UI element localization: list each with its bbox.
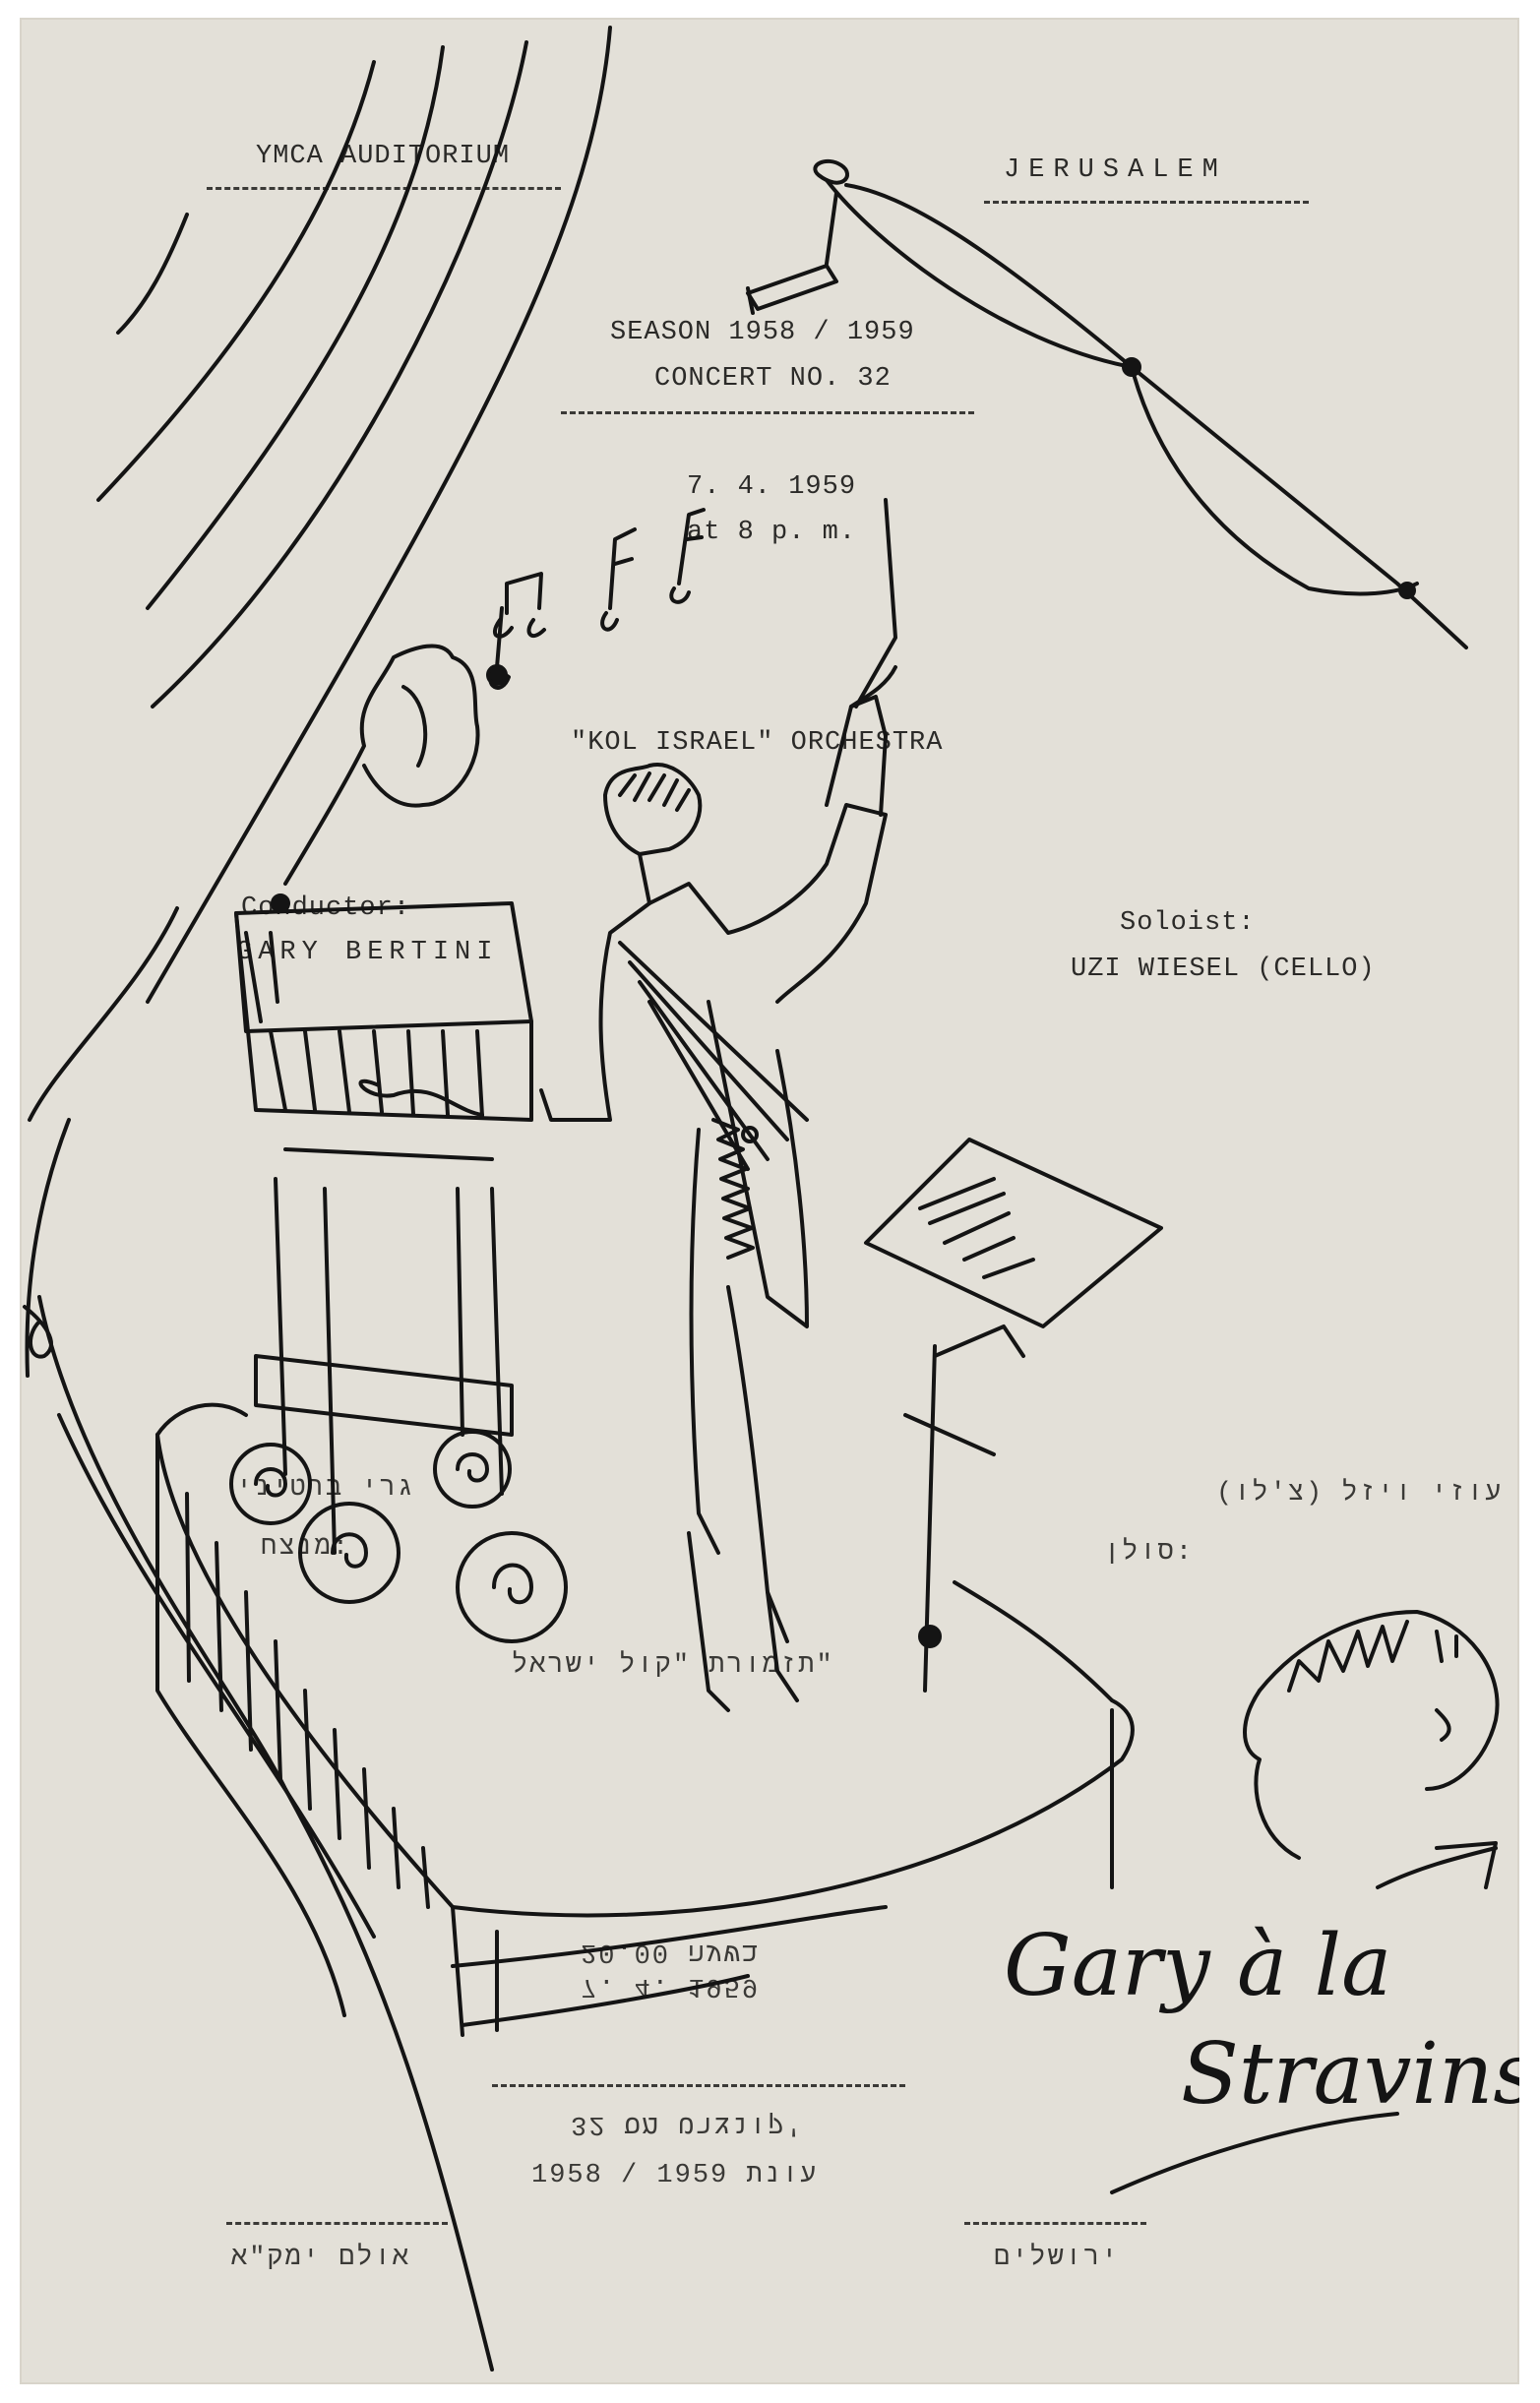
concert-number-text: CONCERT NO. 32 xyxy=(654,364,892,394)
season-text: SEASON 1958 / 1959 xyxy=(610,318,915,347)
gramophone-drawing xyxy=(234,644,533,1555)
hebrew-venue-dashed-rule xyxy=(226,2222,448,2225)
ink-drawing xyxy=(23,26,1500,2372)
hebrew-soloist-label: סולן: xyxy=(1104,1538,1195,1568)
music-stand-drawing xyxy=(864,1138,1163,1693)
note-head xyxy=(486,664,508,686)
hebrew-conductor-label: מנצח: xyxy=(261,1533,351,1563)
program-sheet: YMCA AUDITORIUM JERUSALEM SEASON 1958 / … xyxy=(20,18,1519,2384)
signature-line-1: Gary à la xyxy=(1004,1917,1392,2015)
city-text: JERUSALEM xyxy=(1004,155,1227,185)
time-text: at 8 p. m. xyxy=(687,518,857,547)
stravinsky-caricature xyxy=(1110,1610,1500,2194)
hebrew-city-dashed-rule xyxy=(964,2222,1146,2225)
music-notes-drawing xyxy=(488,508,706,690)
venue-dashed-rule xyxy=(207,187,561,190)
cart-wheels xyxy=(229,1430,568,1643)
date-text: 7. 4. 1959 xyxy=(687,472,857,502)
stand-base xyxy=(918,1625,942,1648)
city-dashed-rule xyxy=(984,201,1309,204)
rigging-knot xyxy=(1398,582,1416,599)
curtain-drawing xyxy=(23,26,612,2372)
signature-line-2: Stravinsky xyxy=(1181,2025,1519,2124)
soloist-name: UZI WIESEL (CELLO) xyxy=(1071,955,1376,984)
hebrew-concert-dashed-rule xyxy=(492,2084,905,2087)
conductor-drawing xyxy=(539,498,897,1712)
orchestra-text: "KOL ISRAEL" ORCHESTRA xyxy=(571,728,944,758)
conductor-name: GARY BERTINI xyxy=(236,938,499,967)
gramophone-pivot xyxy=(271,893,290,913)
venue-text: YMCA AUDITORIUM xyxy=(256,142,511,171)
hebrew-city: ירושלים xyxy=(994,2244,1120,2273)
concert-dashed-rule xyxy=(561,411,974,414)
hebrew-season: 1958 / 1959 עונת xyxy=(531,2161,819,2190)
soloist-label: Soloist: xyxy=(1120,908,1256,938)
hebrew-orchestra: תזמורת "קול ישראל" xyxy=(512,1651,834,1681)
rigging-knot xyxy=(1122,357,1141,377)
stage-drawing xyxy=(155,1402,1135,2037)
coat-button xyxy=(741,1126,759,1143)
spotlight-drawing xyxy=(746,158,1468,649)
hebrew-venue: אולם ימק"א xyxy=(231,2244,411,2273)
hebrew-soloist-name: עוזי ויזל (צ'לו) xyxy=(1216,1479,1504,1509)
